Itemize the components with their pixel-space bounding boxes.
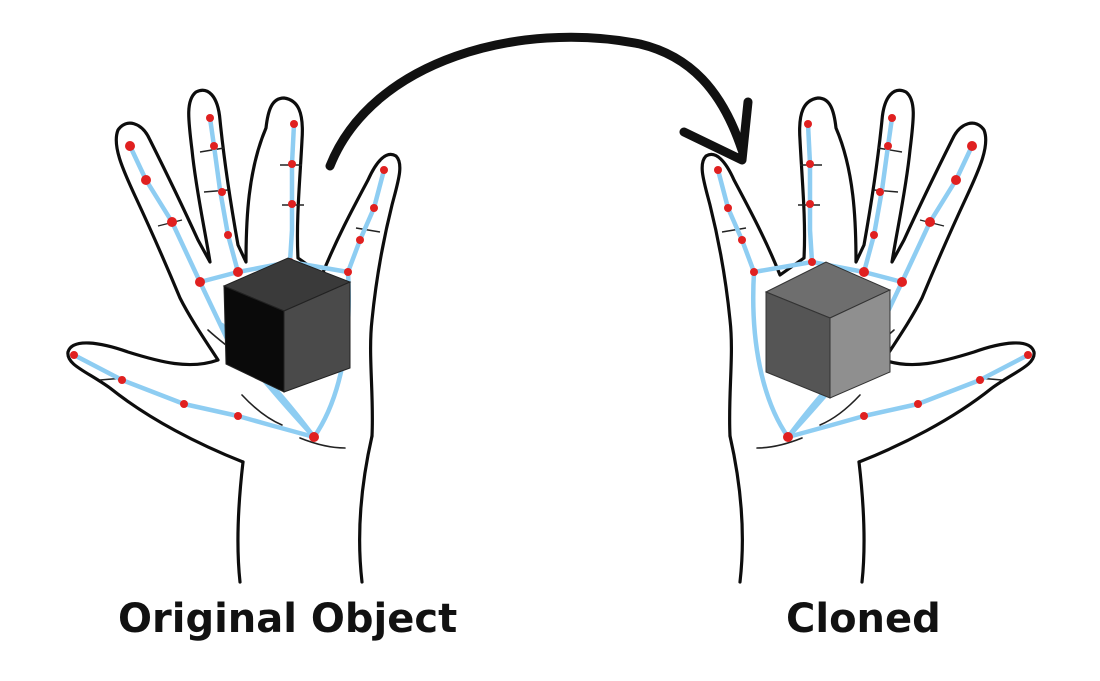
original-cube-right: [283, 281, 351, 393]
cloned-cube: [764, 261, 892, 399]
cloned-label: Cloned: [786, 596, 941, 642]
original-cube: [222, 257, 352, 393]
original-object-label: Original Object: [118, 596, 458, 642]
curved-arrow-icon: [325, 32, 753, 171]
cloned-cube-right: [829, 289, 891, 399]
